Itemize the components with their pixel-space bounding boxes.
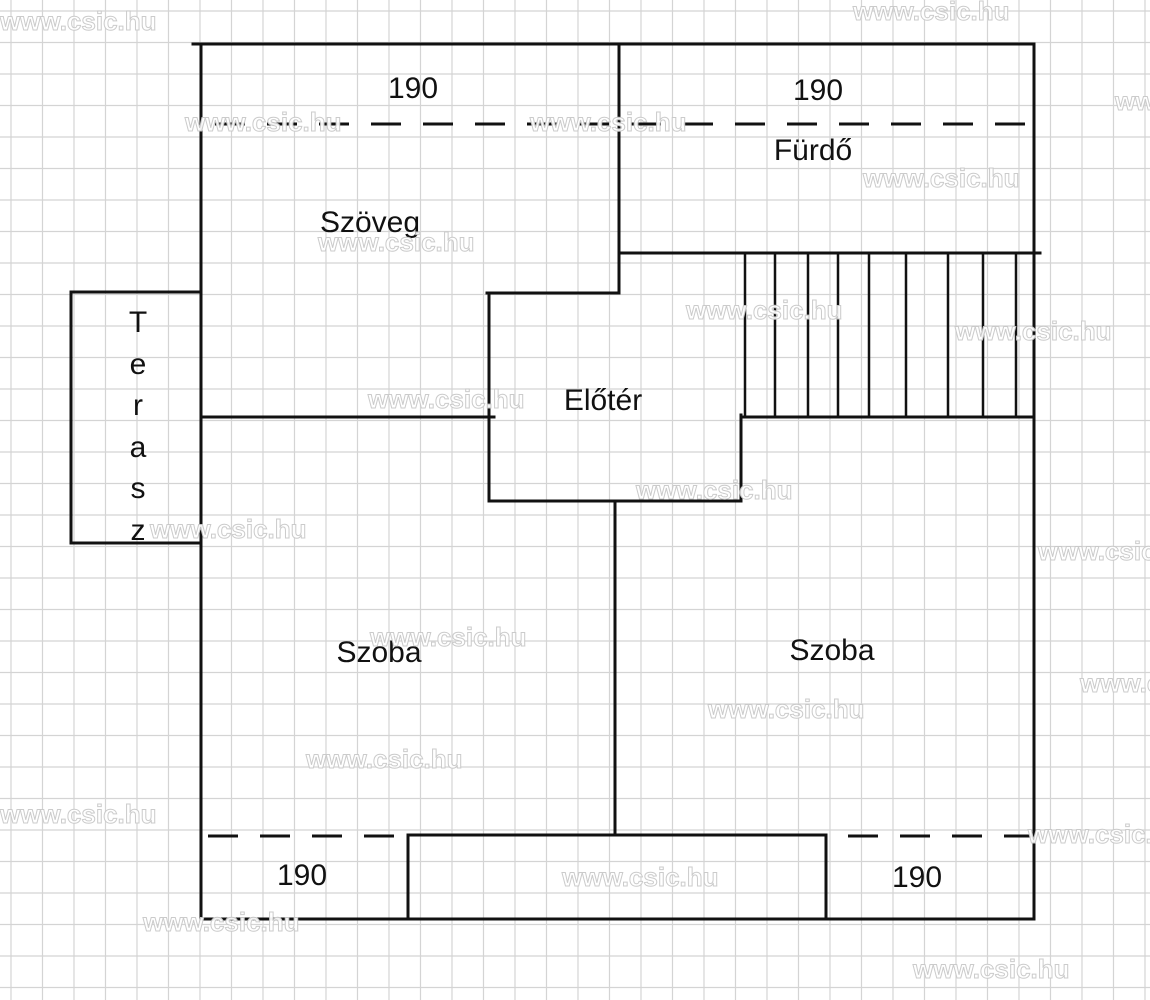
watermark: www.csic.hu xyxy=(635,475,793,505)
watermark: www.csic.hu xyxy=(142,907,300,937)
terrace-letter: e xyxy=(130,348,147,381)
watermark: www.csic.hu xyxy=(317,227,475,257)
watermark: www.csic.hu xyxy=(685,295,843,325)
slope-lines xyxy=(208,122,1032,838)
watermark: www.csic.hu xyxy=(1114,86,1150,116)
terrace-letter: s xyxy=(131,472,146,505)
room-label-szoveg: Szöveg xyxy=(320,206,420,239)
walls xyxy=(69,42,1042,921)
watermark: www.csic.hu xyxy=(367,384,525,414)
terrace-letter: r xyxy=(133,389,143,422)
labels: 190 190 Fürdő Szöveg Előtér Szoba Szoba … xyxy=(129,72,942,894)
dimension-bottom-right: 190 xyxy=(892,861,942,894)
room-label-eloter: Előtér xyxy=(564,384,642,417)
watermark: www.csic.hu xyxy=(561,862,719,892)
watermark: www.csic.hu xyxy=(707,694,865,724)
balcony-box xyxy=(406,833,828,921)
watermark: www.csic.hu xyxy=(1027,819,1150,849)
watermark: www.csic.hu xyxy=(954,316,1112,346)
watermark: www.csic.hu xyxy=(912,954,1070,984)
watermark: www.csic.hu xyxy=(0,6,157,36)
watermark: www.csic.hu xyxy=(184,107,342,137)
dimension-top-right: 190 xyxy=(793,74,843,107)
room-label-szoba-right: Szoba xyxy=(789,634,874,667)
room-label-furdo: Fürdő xyxy=(774,134,852,167)
terrace-letter: T xyxy=(129,306,147,339)
watermark: www.csic.hu xyxy=(862,163,1020,193)
watermark: www.csic.hu xyxy=(852,0,1010,26)
watermark: www.csic.hu xyxy=(529,107,687,137)
dimension-top-left: 190 xyxy=(388,72,438,105)
terrace-letter: z xyxy=(131,514,146,547)
terrace-outline xyxy=(69,290,203,545)
room-label-szoba-left: Szoba xyxy=(336,636,421,669)
watermark: www.csic.hu xyxy=(0,799,157,829)
watermark: www.csic.hu xyxy=(1079,668,1150,698)
watermark: www.csic.hu xyxy=(369,622,527,652)
staircase xyxy=(743,254,1018,417)
watermark: www.csic.hu xyxy=(305,744,463,774)
terrace-letter: a xyxy=(130,431,147,464)
dimension-bottom-left: 190 xyxy=(277,859,327,892)
watermark: www.csic.hu xyxy=(1037,536,1150,566)
watermark: www.csic.hu xyxy=(149,514,307,544)
